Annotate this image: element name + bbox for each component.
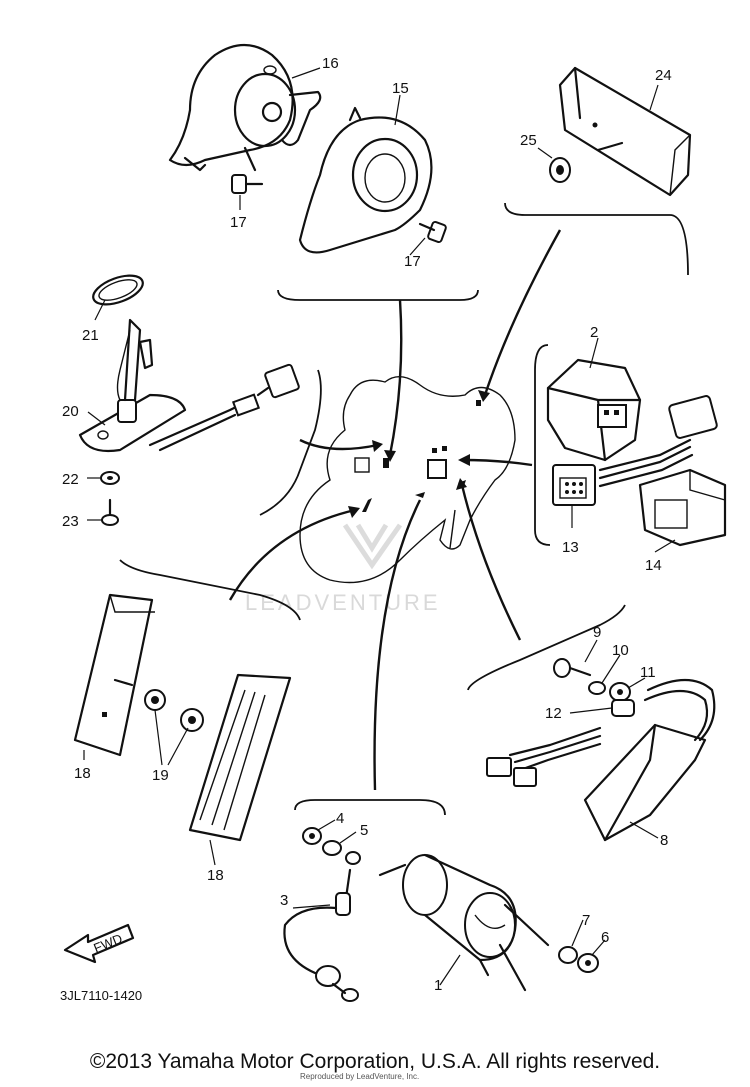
callout-8: 8 bbox=[660, 832, 668, 849]
guide-lines bbox=[228, 229, 562, 791]
reflector-18b bbox=[188, 673, 292, 842]
bolt-17a bbox=[231, 174, 264, 194]
nut-6 bbox=[577, 953, 599, 973]
callout-5: 5 bbox=[360, 822, 368, 839]
callout-13: 13 bbox=[562, 539, 579, 556]
callout-15: 15 bbox=[392, 80, 409, 97]
callout-16: 16 bbox=[322, 55, 339, 72]
horn-15 bbox=[298, 106, 433, 254]
callout-19: 19 bbox=[152, 767, 169, 784]
reproduced-note: Reproduced by LeadVenture, Inc. bbox=[300, 1072, 420, 1081]
washer-23 bbox=[100, 471, 120, 485]
leader-lines bbox=[83, 67, 676, 986]
reflector-24 bbox=[558, 66, 692, 197]
horn-16 bbox=[168, 44, 322, 172]
harness-8 bbox=[486, 726, 602, 787]
screw-22 bbox=[101, 498, 119, 526]
clamp-12 bbox=[611, 699, 635, 717]
fwd-arrow-icon: FWD bbox=[63, 923, 135, 964]
gasket-21 bbox=[92, 274, 144, 306]
callout-24: 24 bbox=[655, 67, 672, 84]
nut-25 bbox=[549, 141, 624, 183]
nut-11 bbox=[609, 682, 631, 702]
callout-9: 9 bbox=[593, 624, 601, 641]
callout-25: 25 bbox=[520, 132, 537, 149]
starter-relay-1 bbox=[378, 853, 550, 992]
callout-3: 3 bbox=[280, 892, 288, 909]
callout-17b: 17 bbox=[404, 253, 421, 270]
callout-4: 4 bbox=[336, 810, 344, 827]
connector-13 bbox=[552, 464, 596, 506]
callout-2: 2 bbox=[590, 324, 598, 341]
vehicle-outline bbox=[299, 376, 516, 584]
fwd-label: FWD bbox=[91, 931, 124, 956]
callout-12: 12 bbox=[545, 705, 562, 722]
washer-7 bbox=[558, 946, 578, 964]
callout-20: 20 bbox=[62, 403, 79, 420]
callout-18b: 18 bbox=[207, 867, 224, 884]
nut-4 bbox=[302, 827, 322, 845]
callout-10: 10 bbox=[612, 642, 629, 659]
callout-17a: 17 bbox=[230, 214, 247, 231]
module-8 bbox=[583, 679, 716, 842]
callout-6: 6 bbox=[601, 929, 609, 946]
callout-14: 14 bbox=[645, 557, 662, 574]
harness-2 bbox=[598, 395, 718, 488]
callout-18a: 18 bbox=[74, 765, 91, 782]
callout-21: 21 bbox=[82, 327, 99, 344]
washer-10 bbox=[588, 681, 606, 695]
bolt-9 bbox=[553, 658, 592, 678]
group-brackets bbox=[119, 202, 689, 816]
nut-19 bbox=[144, 689, 204, 732]
callout-7: 7 bbox=[582, 912, 590, 929]
callout-22: 22 bbox=[62, 471, 79, 488]
connector-14 bbox=[638, 468, 727, 547]
callout-11: 11 bbox=[640, 664, 656, 681]
relay-2 bbox=[546, 358, 642, 462]
cable-3 bbox=[283, 851, 361, 1002]
callout-labels: 1 2 3 4 5 6 7 8 9 10 11 12 13 14 15 16 1… bbox=[62, 55, 672, 994]
watermark: LEADVENTURE bbox=[245, 523, 441, 615]
parts-diagram: LEADVENTURE bbox=[60, 44, 727, 1003]
bolt-17b bbox=[418, 220, 447, 244]
callout-1: 1 bbox=[434, 977, 442, 994]
copyright-footer: ©2013 Yamaha Motor Corporation, U.S.A. A… bbox=[89, 1050, 661, 1073]
callout-23: 23 bbox=[62, 513, 79, 530]
reflector-18a bbox=[73, 593, 155, 757]
diagram-code: 3JL7110-1420 bbox=[60, 988, 142, 1003]
washer-5 bbox=[322, 840, 342, 856]
watermark-text: LEADVENTURE bbox=[245, 590, 441, 615]
sender-20 bbox=[78, 318, 300, 453]
